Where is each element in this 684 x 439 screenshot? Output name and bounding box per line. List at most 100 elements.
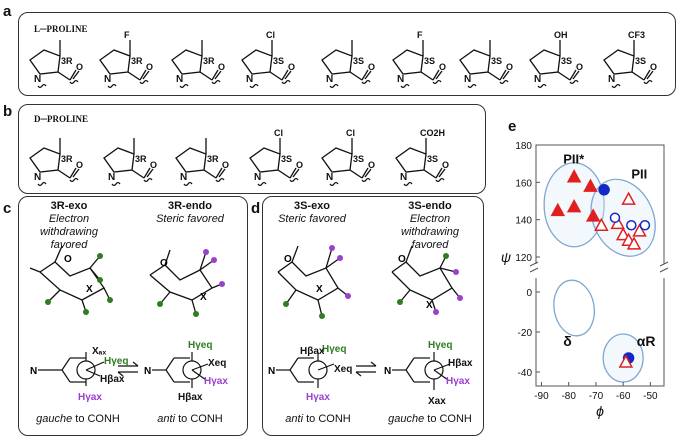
- mol-a-wavy2-0: [69, 79, 79, 85]
- mol-b-n-2: N: [180, 172, 187, 183]
- c-right-line1: Steric favored: [156, 213, 224, 225]
- mol-a-co2-6: [502, 70, 510, 80]
- mol-b-o-1: O: [150, 160, 157, 170]
- panel-d-box: [262, 196, 484, 436]
- c-right-foot: anti to CONH: [140, 413, 240, 425]
- mol-a-co-7: [569, 69, 577, 81]
- mol-a-wavy2-3: [281, 79, 291, 85]
- mol-a-n-3: N: [246, 74, 253, 85]
- d-right-x: X: [426, 300, 433, 311]
- c-right-foot-italic: anti: [157, 413, 176, 425]
- d-right-line3: favored: [411, 239, 449, 251]
- c-right-newman-bottom: Hβax: [178, 392, 203, 403]
- mol-a-ring-1: [99, 49, 131, 75]
- mol-b-n-5: N: [400, 172, 407, 183]
- d-left-line1: Steric favored: [278, 213, 346, 225]
- mol-b-wavy2-5: [435, 177, 445, 183]
- mol-b-wavy-2: [183, 181, 193, 187]
- mol-b-wavy-5: [403, 181, 413, 187]
- point-open-triangle-5: [632, 223, 647, 237]
- d-right-newman: [392, 352, 451, 390]
- mol-a-subtext-1: F: [124, 30, 130, 40]
- x-tick-label: -70: [589, 391, 604, 402]
- point-open-triangle-4: [626, 236, 642, 250]
- mol-b-wavy-0: [37, 181, 47, 187]
- mol-a-wavy2-7: [569, 79, 579, 85]
- mol-a-n-8: N: [608, 74, 615, 85]
- mol-a-wavy-6: [467, 83, 477, 89]
- mol-b-ring-1: [103, 147, 135, 173]
- axis-break-gap: [530, 264, 670, 278]
- axis-break-right: [659, 261, 669, 273]
- c-left-line2: withdrawing: [39, 226, 99, 238]
- mol-a-cbond-3: [269, 71, 283, 81]
- mol-b-label-0: 3R: [61, 154, 73, 164]
- mol-a-label-8: 3S: [635, 56, 646, 66]
- d-left-x: X: [316, 284, 323, 295]
- mol-a-wavy-2: [179, 83, 189, 89]
- d-left-newman-r1: Xeq: [334, 364, 352, 375]
- mol-b-n-0: N: [34, 172, 41, 183]
- label-ppii-star: PII*: [563, 152, 585, 167]
- d-right-foot-rest: to CONH: [424, 413, 472, 425]
- mol-b-o-5: O: [442, 160, 449, 170]
- d-right-newman-top: Hγeq: [428, 340, 452, 351]
- c-left-x: X: [86, 284, 93, 295]
- mol-b-co2-1: [146, 168, 154, 178]
- c-left-n: N: [30, 366, 37, 377]
- mol-a-wavy2-4: [361, 79, 371, 85]
- panel-d-right-caption: 3S-endo Electron withdrawing favored: [380, 200, 480, 252]
- d-right-o: O: [398, 254, 406, 265]
- point-filled-triangle-0: [566, 169, 582, 183]
- mol-b-co-5: [435, 167, 443, 179]
- mol-a-cbond-4: [349, 71, 363, 81]
- mol-a-o-4: O: [368, 62, 375, 72]
- mol-a-cbond-2: [199, 71, 213, 81]
- d-left-newman-left2: Hβax: [300, 346, 325, 357]
- point-open-triangle-7: [618, 354, 634, 368]
- y-tick-label: -40: [518, 368, 533, 379]
- d-right-line2: withdrawing: [400, 226, 460, 238]
- mol-a-o-6: O: [506, 62, 513, 72]
- c-right-chair-atoms: [157, 249, 225, 317]
- mol-b-ring-3: [249, 147, 281, 173]
- point-filled-circle-0: [598, 184, 610, 196]
- panel-c-box: [18, 196, 248, 436]
- d-left-foot: anti to CONH: [268, 413, 368, 425]
- label-ppii: PII: [631, 167, 647, 182]
- mol-b-wavy2-0: [69, 177, 79, 183]
- mol-b-cbond-4: [349, 169, 363, 179]
- mol-b-subtext-4: Cl: [346, 128, 355, 138]
- d-left-newman-top: Hγeq: [322, 344, 346, 355]
- mol-a-co-3: [281, 69, 289, 81]
- region-delta: [553, 279, 596, 337]
- panel-d-letter: d: [251, 200, 261, 217]
- mol-b-label-3: 3S: [281, 154, 292, 164]
- mol-a-cbond-1: [127, 71, 141, 81]
- d-left-newman-bottom: Hγax: [306, 392, 330, 403]
- mol-a-subtext-3: Cl: [266, 30, 275, 40]
- mol-a-wavy-4: [329, 83, 339, 89]
- mol-b-co-2: [215, 167, 223, 179]
- d-left-o: O: [284, 254, 292, 265]
- mol-a-wavy-1: [107, 83, 117, 89]
- x-tick-label: -90: [534, 391, 549, 402]
- d-equilibrium-arrows: [355, 361, 377, 377]
- y-tick-label: 0: [526, 288, 532, 299]
- c-right-o: O: [160, 258, 168, 269]
- c-right-newman-top: Hγeq: [188, 340, 212, 351]
- mol-a-ring-4: [321, 49, 353, 75]
- y-axis-label: ψ: [501, 249, 511, 265]
- mol-b-o-2: O: [222, 160, 229, 170]
- mol-b-o-4: O: [368, 160, 375, 170]
- mol-a-wavy-3: [249, 83, 259, 89]
- mol-a-wavy-0: [37, 83, 47, 89]
- mol-a-n-5: N: [397, 74, 404, 85]
- d-right-chair-atoms: [397, 253, 463, 315]
- mol-b-co-3: [289, 167, 297, 179]
- mol-b-wavy-1: [111, 181, 121, 187]
- mol-b-wavy2-4: [361, 177, 371, 183]
- point-filled-triangle-2: [566, 199, 582, 213]
- mol-a-co2-1: [142, 70, 150, 80]
